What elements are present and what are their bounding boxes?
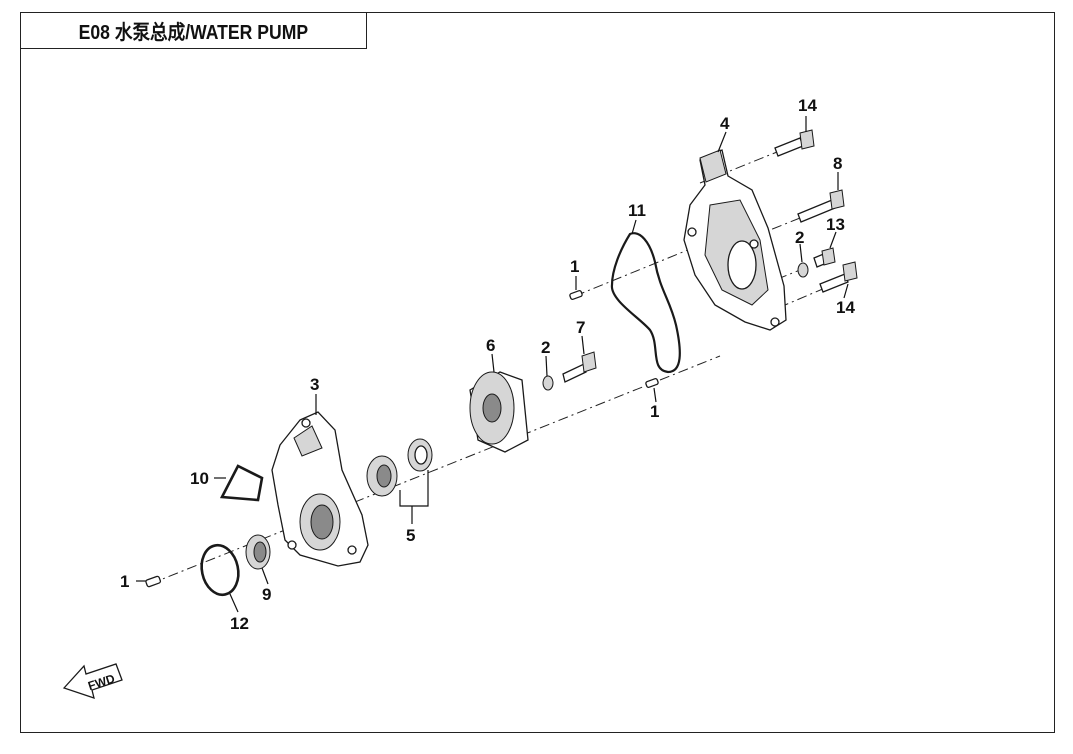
callout-11: 11 xyxy=(628,201,646,220)
callout-labels: 1 1 1 2 2 3 4 5 6 7 8 9 10 11 12 13 14 1… xyxy=(120,96,855,633)
part-3-cover-plate xyxy=(271,411,369,567)
leader-lines xyxy=(136,116,849,613)
part-14-bolt-bottom xyxy=(819,261,858,293)
part-5-mechanical-seal xyxy=(366,438,433,497)
callout-14-bottom: 14 xyxy=(836,298,855,317)
part-14-bolt-top xyxy=(774,129,815,157)
part-9-oil-seal xyxy=(245,534,271,570)
part-1-dowel-pin-upper xyxy=(569,290,583,300)
callout-10: 10 xyxy=(190,469,209,488)
part-6-impeller xyxy=(469,371,529,453)
diagram-frame xyxy=(20,12,1055,733)
part-13-bolt xyxy=(813,247,836,268)
callout-7: 7 xyxy=(576,318,585,337)
callout-4: 4 xyxy=(720,114,730,133)
callout-2-right: 2 xyxy=(795,228,804,247)
part-2-washer-center xyxy=(542,375,554,391)
part-8-bolt xyxy=(797,189,845,223)
part-2-washer-right xyxy=(797,262,809,278)
fwd-arrow-icon: FWD xyxy=(62,663,123,699)
callout-14-top: 14 xyxy=(798,96,817,115)
callout-1-lower: 1 xyxy=(650,402,659,421)
callout-6: 6 xyxy=(486,336,495,355)
part-10-triangle-seal xyxy=(219,464,264,502)
part-4-pump-housing xyxy=(683,149,787,331)
part-1-dowel-pin-left xyxy=(145,575,162,588)
part-11-gasket xyxy=(610,232,681,374)
callout-9: 9 xyxy=(262,585,271,604)
callout-13: 13 xyxy=(826,215,845,234)
callout-1-left: 1 xyxy=(120,572,129,591)
callout-8: 8 xyxy=(833,154,842,173)
part-1-dowel-pin-lower xyxy=(645,378,659,388)
callout-12: 12 xyxy=(230,614,249,633)
title-box: E08 水泵总成/WATER PUMP xyxy=(20,12,367,49)
callout-3: 3 xyxy=(310,375,319,394)
callout-2-center: 2 xyxy=(541,338,550,357)
page-title: E08 水泵总成/WATER PUMP xyxy=(78,22,309,44)
part-12-o-ring xyxy=(200,543,240,597)
callout-5: 5 xyxy=(406,526,415,545)
part-7-bolt xyxy=(562,351,597,383)
callout-1-upper: 1 xyxy=(570,257,579,276)
